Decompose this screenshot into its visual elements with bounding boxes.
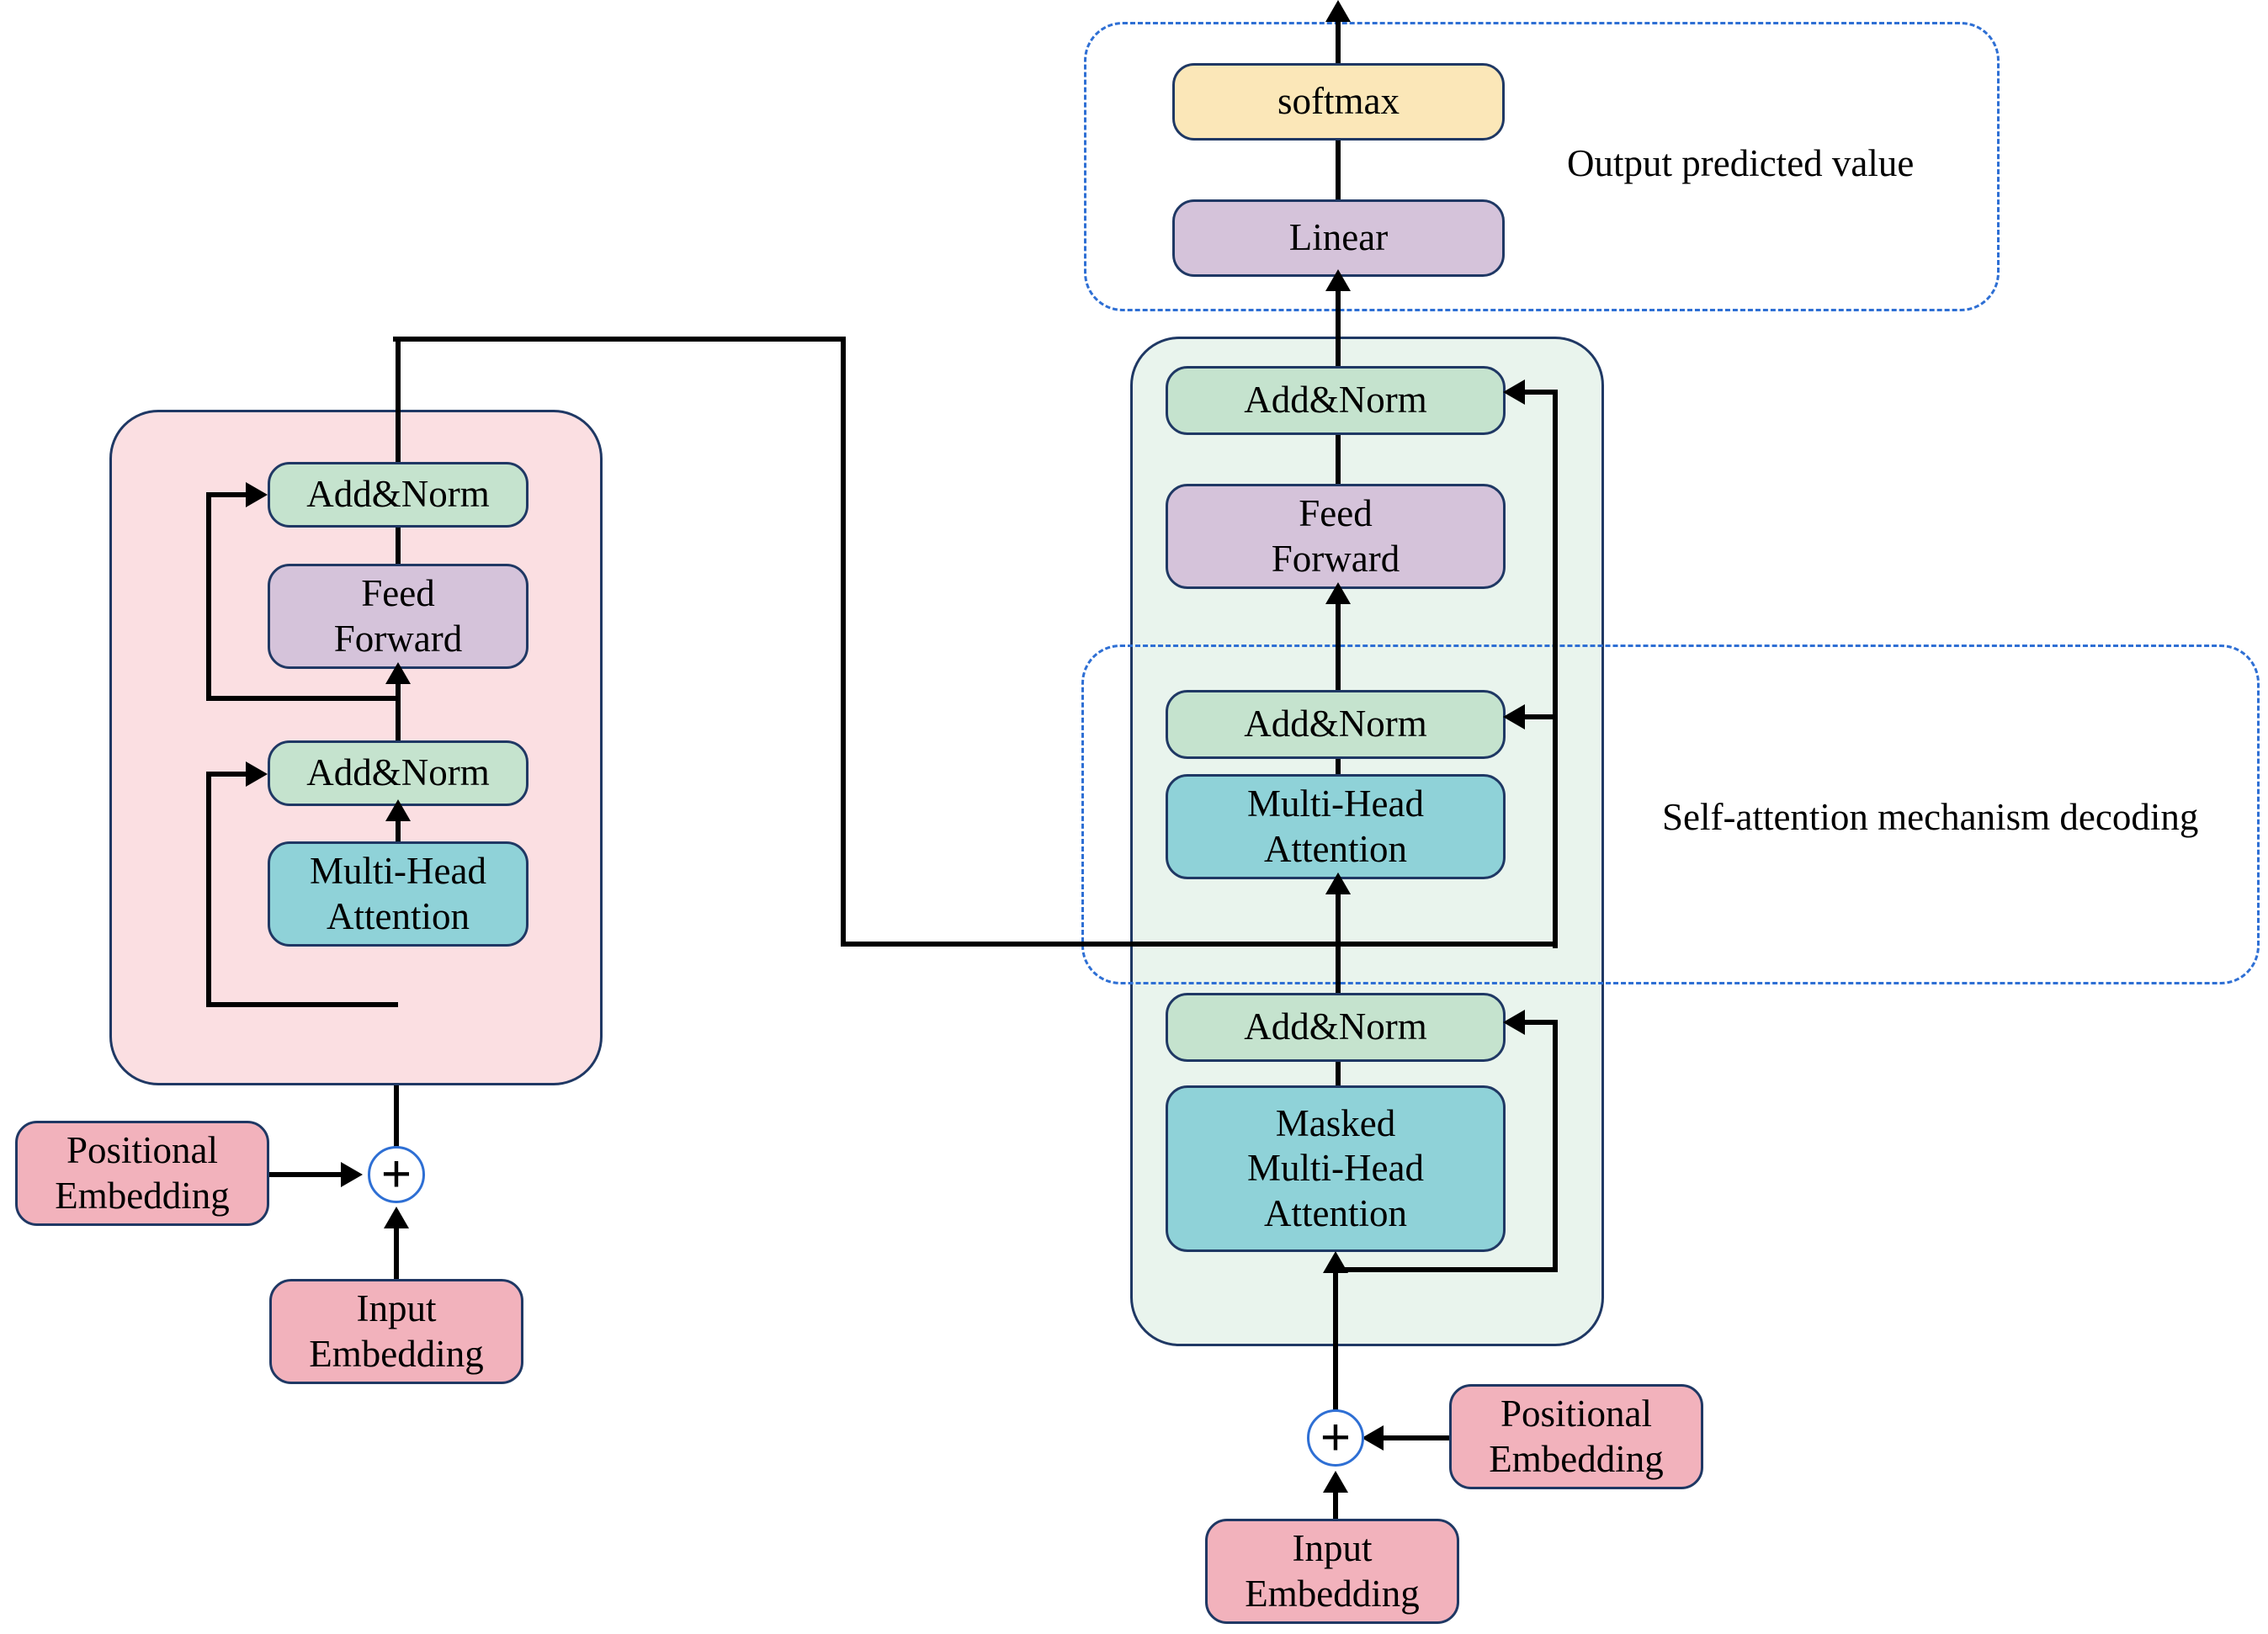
decoder-add-norm-top[interactable]: Add&Norm: [1166, 366, 1506, 435]
self-attention-decoding-label: Self-attention mechanism decoding: [1662, 796, 2199, 838]
encoder-add-norm-bottom[interactable]: Add&Norm: [268, 740, 528, 806]
encoder-sum-operator: +: [368, 1146, 425, 1203]
output-predicted-value-region: [1084, 22, 2000, 311]
decoder-ff-to-addnorm-line: [1336, 432, 1341, 486]
encoder-input-embedding[interactable]: Input Embedding: [269, 1279, 523, 1384]
decoder-mha-to-addnorm-line: [1336, 756, 1341, 777]
decoder-pos-to-sum-line: [1373, 1435, 1451, 1440]
decoder-residual-top-arrow: [1503, 379, 1525, 405]
encoder-residual-upper-arrowline: [206, 492, 250, 497]
decoder-residual-bottom-arrowline: [1515, 1020, 1558, 1025]
encoder-residual-lower-bottom: [206, 1002, 398, 1007]
encoder-residual-upper-bottom: [206, 696, 398, 701]
decoder-input-to-sum-arrow: [1323, 1471, 1348, 1493]
linear-to-softmax-line: [1336, 141, 1341, 199]
decoder-masked-multi-head-attention[interactable]: Masked Multi-Head Attention: [1166, 1085, 1506, 1252]
linear-node[interactable]: Linear: [1172, 199, 1505, 277]
encoder-pos-to-sum-line: [269, 1172, 345, 1177]
softmax-output-arrow: [1325, 0, 1351, 22]
decoder-residual-top-vertical: [1553, 390, 1558, 945]
encoder-output-stub: [396, 337, 401, 464]
encoder-ff-to-addnorm-line: [396, 528, 401, 566]
encoder-positional-embedding[interactable]: Positional Embedding: [15, 1121, 269, 1226]
decoder-residual-middle-arrowline: [1515, 714, 1558, 719]
encoder-residual-upper-vertical: [206, 492, 211, 701]
encoder-sum-to-block-line: [394, 1085, 399, 1149]
encoder-addnorm-to-ff-arrow: [385, 662, 411, 684]
decoder-residual-bottom-vertical: [1553, 1020, 1558, 1272]
encoder-to-decoder-bottom-horizontal: [841, 942, 1337, 947]
decoder-addnorm-to-ff-arrow: [1325, 582, 1351, 604]
output-predicted-value-label: Output predicted value: [1567, 142, 1915, 184]
self-attention-decoding-region: [1081, 645, 2260, 984]
decoder-residual-middle-vertical: [1553, 714, 1558, 948]
decoder-multi-head-attention[interactable]: Multi-Head Attention: [1166, 774, 1506, 879]
encoder-to-decoder-vertical: [841, 337, 846, 947]
encoder-residual-lower-arrow: [246, 761, 268, 787]
decoder-residual-bottom-bottom: [1336, 1267, 1558, 1272]
encoder-mha-to-addnorm-arrow: [385, 799, 411, 821]
decoder-to-linear-line: [1336, 277, 1341, 374]
decoder-add-norm-middle[interactable]: Add&Norm: [1166, 690, 1506, 759]
encoder-addnorm-to-ff-line: [396, 669, 401, 743]
decoder-add-norm-bottom[interactable]: Add&Norm: [1166, 993, 1506, 1062]
decoder-input-embedding[interactable]: Input Embedding: [1205, 1519, 1459, 1624]
encoder-residual-upper-arrow: [246, 482, 268, 507]
decoder-addnorm-to-mha-line: [1336, 879, 1341, 997]
decoder-residual-top-arrowline: [1515, 390, 1558, 395]
encoder-add-norm-top[interactable]: Add&Norm: [268, 462, 528, 528]
encoder-multi-head-attention[interactable]: Multi-Head Attention: [268, 841, 528, 947]
decoder-residual-top-bottom: [1336, 942, 1558, 947]
decoder-sum-to-masked-arrow: [1323, 1251, 1348, 1273]
encoder-input-to-sum-line: [394, 1214, 399, 1281]
decoder-pos-to-sum-arrow: [1362, 1425, 1384, 1451]
decoder-positional-embedding[interactable]: Positional Embedding: [1449, 1384, 1703, 1489]
decoder-feed-forward[interactable]: Feed Forward: [1166, 484, 1506, 589]
encoder-feed-forward[interactable]: Feed Forward: [268, 564, 528, 669]
cross-attention-entry-arrow: [1325, 873, 1351, 894]
decoder-addnorm-to-ff-line: [1336, 589, 1341, 695]
encoder-input-to-sum-arrow: [384, 1207, 409, 1228]
decoder-input-to-sum-line: [1333, 1477, 1338, 1524]
decoder-sum-operator: +: [1307, 1409, 1364, 1467]
decoder-to-linear-arrow: [1325, 269, 1351, 291]
decoder-residual-bottom-arrow: [1503, 1010, 1525, 1035]
encoder-residual-lower-vertical: [206, 772, 211, 1007]
decoder-masked-to-addnorm-line: [1336, 1062, 1341, 1089]
decoder-sum-to-masked-line: [1333, 1259, 1338, 1412]
softmax-node[interactable]: softmax: [1172, 63, 1505, 141]
softmax-output-line: [1336, 8, 1341, 64]
encoder-to-decoder-top-horizontal: [393, 337, 846, 342]
encoder-pos-to-sum-arrow: [341, 1162, 363, 1187]
encoder-residual-lower-arrowline: [206, 772, 250, 777]
decoder-residual-middle-arrow: [1503, 704, 1525, 729]
encoder-mha-to-addnorm-line: [396, 806, 401, 844]
